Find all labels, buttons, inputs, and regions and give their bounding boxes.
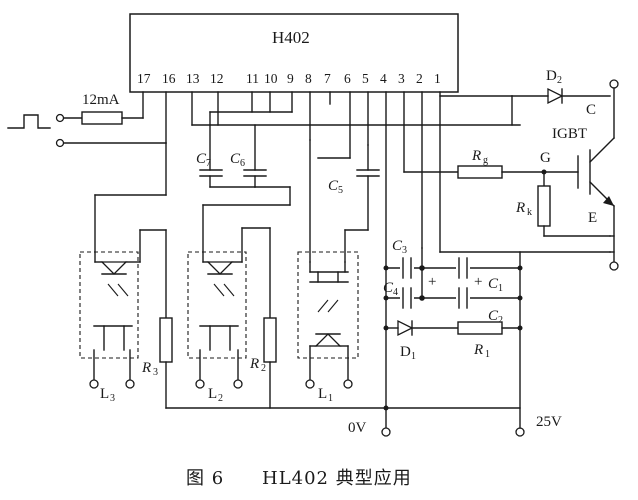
terminal-l1-b [343, 379, 353, 389]
label-rk-sub: k [527, 207, 532, 218]
pin-17: 17 [137, 71, 151, 86]
label-c3: C [392, 238, 403, 254]
pin-8: 8 [305, 71, 312, 86]
pin-4: 4 [380, 71, 387, 86]
terminal-l2-b [233, 379, 243, 389]
terminal-l2-a [195, 379, 205, 389]
label-c7: C [196, 151, 207, 167]
resistor-r3 [159, 317, 173, 363]
cap-c7-c6: C 7 C 6 [196, 124, 291, 188]
label-l2-sub: 2 [218, 393, 223, 404]
label-25v: 25V [536, 414, 562, 430]
diode-d1-icon [397, 319, 414, 337]
pin-5: 5 [362, 71, 369, 86]
label-r2-sub: 2 [261, 363, 266, 374]
caption-fig: 图 6 [186, 468, 224, 489]
resistor-r1 [457, 321, 503, 335]
input-terminal-top [55, 113, 65, 123]
terminal-collector [609, 79, 619, 89]
label-c4-sub: 4 [393, 287, 398, 298]
caption-title: HL402 典型应用 [262, 468, 412, 489]
label-d2: D [546, 68, 557, 84]
resistor-rk [537, 185, 551, 227]
input-stage: 12mA [7, 91, 167, 148]
label-c5: C [328, 178, 339, 194]
label-l1: L [318, 386, 327, 402]
pin-12: 12 [210, 71, 224, 86]
pin-9: 9 [287, 71, 294, 86]
label-l1-sub: 1 [328, 393, 333, 404]
pin-2: 2 [416, 71, 423, 86]
pin-13: 13 [186, 71, 200, 86]
pin-6: 6 [344, 71, 351, 86]
chip-name: H402 [272, 28, 310, 47]
label-rg: R [471, 148, 481, 164]
pin-11: 11 [246, 71, 259, 86]
led-icon [314, 333, 342, 347]
diode-d2-icon [547, 87, 564, 105]
terminal-l1-a [305, 379, 315, 389]
label-c: C [586, 102, 596, 118]
pin-16: 16 [162, 71, 176, 86]
input-terminal-bottom [55, 138, 65, 148]
label-r1: R [473, 342, 483, 358]
label-c5-sub: 5 [338, 185, 343, 196]
label-0v: 0V [348, 420, 367, 436]
emitter-arrow-icon [603, 196, 614, 206]
label-c1-sub: 1 [498, 283, 503, 294]
pin-10: 10 [264, 71, 278, 86]
label-l3: L [100, 386, 109, 402]
terminal-l3-a [89, 379, 99, 389]
plus-sign-2: + [474, 274, 482, 290]
label-c4: C [383, 280, 394, 296]
pin-7: 7 [324, 71, 331, 86]
igbt-section: D 2 C IGBT R g G R k E [457, 68, 619, 271]
terminal-l3-b [125, 379, 135, 389]
label-d2-sub: 2 [557, 75, 562, 86]
pin-1: 1 [434, 71, 441, 86]
resistor-rg [457, 165, 503, 179]
plus-sign-1: + [428, 274, 436, 290]
optocoupler-3: L 3 R 3 [79, 142, 173, 409]
label-c1: C [488, 276, 499, 292]
label-d1-sub: 1 [411, 351, 416, 362]
label-igbt: IGBT [552, 126, 587, 142]
terminal-0v [381, 427, 391, 437]
input-current-label: 12mA [82, 92, 120, 108]
input-resistor [81, 111, 123, 125]
label-r3: R [141, 360, 151, 376]
chip-h402: H402 17 16 13 12 11 10 9 8 7 6 5 4 3 2 1 [129, 13, 459, 93]
label-c2: C [488, 308, 499, 324]
label-e: E [588, 210, 597, 226]
label-c3-sub: 3 [402, 245, 407, 256]
led-icon [100, 261, 128, 275]
label-r3-sub: 3 [153, 367, 158, 378]
optocoupler-1: C 5 L 1 [297, 139, 380, 404]
pin-wiring [191, 91, 521, 429]
supply-capacitors: + + C 3 C 4 C 1 C 2 D 1 R 1 [383, 238, 611, 429]
label-c6: C [230, 151, 241, 167]
terminal-25v [515, 427, 525, 437]
terminal-emitter [609, 261, 619, 271]
label-c6-sub: 6 [240, 158, 245, 169]
label-c7-sub: 7 [206, 158, 211, 169]
label-r2: R [249, 356, 259, 372]
pin-3: 3 [398, 71, 405, 86]
resistor-r2 [263, 317, 277, 363]
ground-bus: 0V 25V [165, 405, 562, 437]
label-rg-sub: g [483, 155, 488, 166]
label-l2: L [208, 386, 217, 402]
label-rk: R [515, 200, 525, 216]
label-c2-sub: 2 [498, 315, 503, 326]
optocoupler-2: L 2 R 2 [187, 186, 291, 409]
label-d1: D [400, 344, 411, 360]
label-g: G [540, 150, 551, 166]
led-icon [206, 261, 234, 275]
label-l3-sub: 3 [110, 393, 115, 404]
figure-caption: 图 6 HL402 典型应用 [186, 468, 412, 489]
label-r1-sub: 1 [485, 349, 490, 360]
